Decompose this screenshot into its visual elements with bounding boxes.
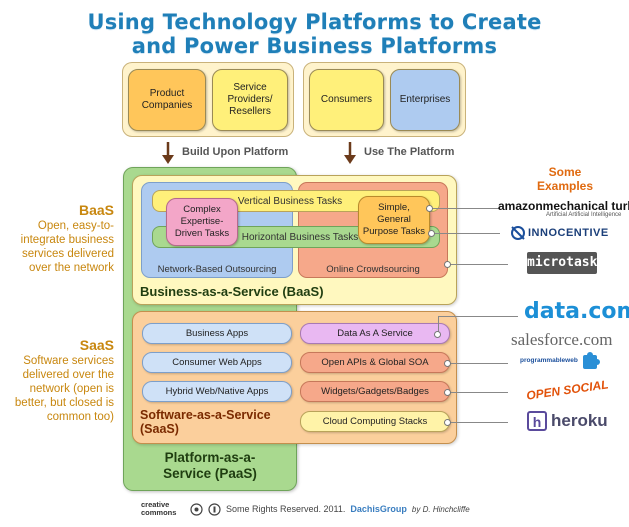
cloud-stacks-pill: Cloud Computing Stacks: [300, 411, 450, 432]
connector-dot: [444, 389, 451, 396]
connector-microtask: [448, 264, 508, 265]
saas-title-line1: Software-as-a-Service: [140, 408, 271, 422]
saas-side-heading: SaaS: [79, 337, 114, 353]
open-apis-pill: Open APIs & Global SOA: [300, 352, 450, 373]
hybrid-apps-pill: Hybrid Web/Native Apps: [142, 381, 292, 402]
puzzle-piece-icon: [583, 352, 600, 369]
salesforce-logo: salesforce.com: [511, 330, 613, 349]
connector-dot: [428, 230, 435, 237]
use-platform-label: Use The Platform: [364, 146, 455, 158]
examples-heading-line2: Examples: [536, 179, 594, 193]
connector-dot: [444, 261, 451, 268]
by-icon: [190, 502, 203, 516]
examples-heading: Some Examples: [510, 165, 620, 193]
simple-tasks-box: Simple, General Purpose Tasks: [358, 196, 430, 244]
data-com-logo: data.com: [524, 299, 629, 324]
widgets-pill: Widgets/Gadgets/Badges: [300, 381, 450, 402]
service-providers-box: Service Providers/ Resellers: [212, 69, 288, 131]
network-outsourcing-label: Network-Based Outsourcing: [157, 264, 277, 275]
dachis-logo: DachisGroup: [350, 504, 407, 514]
enterprises-box: Enterprises: [390, 69, 460, 131]
diagram-title-line2: and Power Business Platforms: [131, 34, 498, 58]
connector-data: [438, 316, 518, 317]
examples-heading-line1: Some: [548, 165, 582, 179]
connector-dot: [426, 205, 433, 212]
baas-side-text: Open, easy-to-integrate business service…: [20, 220, 114, 274]
opensocial-logo: OPEN SOCIAL: [525, 377, 610, 403]
amazon-mturk-tagline: Artificial Artificial Intelligence: [546, 212, 622, 218]
use-arrow-icon: [344, 142, 356, 164]
connector-heroku: [448, 422, 508, 423]
complex-tasks-box: Complex Expertise-Driven Tasks: [166, 198, 238, 246]
connector-innocentive: [432, 233, 500, 234]
connector-data-vertical: [438, 316, 439, 334]
connector-amazon: [430, 208, 500, 209]
paas-title: Platform-as-a- Service (PaaS): [123, 450, 297, 482]
connector-dot: [444, 360, 451, 367]
consumers-box: Consumers: [309, 69, 384, 131]
saas-title: Software-as-a-Service (SaaS): [140, 408, 295, 436]
microtask-logo: microtask: [527, 252, 597, 274]
innocentive-logo: INNOCENTIVE: [528, 227, 609, 239]
diagram-title-line1: Using Technology Platforms to Create: [87, 10, 542, 34]
paas-title-line1: Platform-as-a-: [164, 450, 256, 465]
online-crowdsourcing-label: Online Crowdsourcing: [326, 264, 420, 275]
connector-pw: [448, 363, 508, 364]
rights-text: Some Rights Reserved. 2011.: [226, 504, 346, 514]
creative-commons-logo: creative commons: [141, 500, 177, 517]
attribution-icon: [208, 502, 221, 516]
build-arrow-icon: [162, 142, 174, 164]
vertical-tasks-label: Vertical Business Tasks: [237, 196, 343, 207]
connector-opensocial: [448, 392, 508, 393]
baas-title: Business-as-a-Service (BaaS): [140, 284, 324, 299]
heroku-icon: h: [527, 411, 547, 431]
saas-side-text: Software services delivered over the net…: [14, 355, 114, 423]
paas-title-line2: Service (PaaS): [163, 466, 257, 481]
consumer-web-apps-pill: Consumer Web Apps: [142, 352, 292, 373]
horizontal-tasks-label: Horizontal Business Tasks: [241, 232, 359, 243]
business-apps-pill: Business Apps: [142, 323, 292, 344]
connector-dot: [434, 331, 441, 338]
innocentive-icon: [511, 226, 525, 240]
programmableweb-logo: programmableweb: [520, 357, 578, 364]
footer: creative commons Some Rights Reserved. 2…: [141, 500, 521, 518]
baas-side-heading: BaaS: [78, 202, 114, 218]
build-upon-label: Build Upon Platform: [182, 146, 289, 158]
saas-title-line2: (SaaS): [140, 422, 179, 436]
product-companies-box: Product Companies: [128, 69, 206, 131]
data-as-a-service-pill: Data As A Service: [300, 323, 450, 344]
author-text: by D. Hinchcliffe: [411, 504, 470, 514]
connector-dot: [444, 419, 451, 426]
amazon-mturk-logo: amazonmechanical turk: [498, 199, 629, 213]
heroku-logo: heroku: [551, 411, 608, 430]
